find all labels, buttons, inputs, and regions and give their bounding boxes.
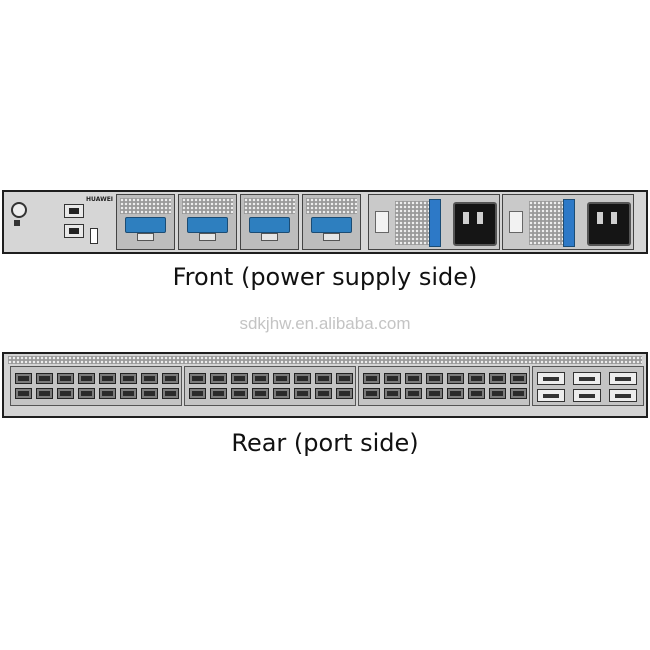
psu-vent	[395, 201, 429, 245]
sfp-port[interactable]	[99, 388, 116, 399]
sfp-port[interactable]	[15, 388, 32, 399]
psu-lever[interactable]	[509, 211, 523, 233]
power-inlet[interactable]	[453, 202, 497, 246]
sfp-port[interactable]	[36, 373, 53, 384]
fan-vent	[120, 198, 171, 208]
ground-icon	[14, 220, 20, 226]
power-supply-module[interactable]	[368, 194, 500, 250]
power-inlet[interactable]	[587, 202, 631, 246]
sfp-port[interactable]	[363, 373, 380, 384]
vent-grille	[8, 356, 642, 364]
fan-module[interactable]	[178, 194, 237, 250]
sfp-port[interactable]	[99, 373, 116, 384]
qsfp-port[interactable]	[537, 372, 565, 385]
fan-label-tag	[311, 217, 352, 233]
sfp-port[interactable]	[78, 373, 95, 384]
sfp-port[interactable]	[189, 388, 206, 399]
sfp-port[interactable]	[141, 388, 158, 399]
sfp-port[interactable]	[15, 373, 32, 384]
sfp-port[interactable]	[252, 373, 269, 384]
sfp-port[interactable]	[57, 388, 74, 399]
qsfp-port[interactable]	[573, 389, 601, 402]
fan-module[interactable]	[116, 194, 175, 250]
sfp-port[interactable]	[447, 373, 464, 384]
qsfp-port-group	[532, 366, 644, 406]
sfp-port[interactable]	[336, 388, 353, 399]
sfp-port[interactable]	[426, 373, 443, 384]
front-caption: Front (power supply side)	[172, 263, 478, 291]
sfp-port[interactable]	[315, 373, 332, 384]
management-module: HUAWEI	[8, 194, 114, 250]
watermark: sdkjhw.en.alibaba.com	[239, 314, 411, 333]
console-port[interactable]	[64, 204, 84, 218]
usb-port[interactable]	[90, 228, 98, 244]
sfp-port-group	[10, 366, 182, 406]
sfp-port[interactable]	[294, 388, 311, 399]
sfp-port[interactable]	[489, 388, 506, 399]
fan-label-tag	[125, 217, 166, 233]
sfp-port[interactable]	[405, 388, 422, 399]
rear-caption: Rear (port side)	[231, 429, 419, 457]
fan-module[interactable]	[240, 194, 299, 250]
fan-vent	[306, 198, 357, 208]
psu-latch[interactable]	[563, 199, 575, 247]
rear-panel	[2, 352, 648, 418]
sfp-port[interactable]	[384, 388, 401, 399]
sfp-port[interactable]	[384, 373, 401, 384]
sfp-port[interactable]	[336, 373, 353, 384]
sfp-port[interactable]	[189, 373, 206, 384]
sfp-port[interactable]	[510, 388, 527, 399]
sfp-port[interactable]	[468, 373, 485, 384]
sfp-port[interactable]	[363, 388, 380, 399]
sfp-port[interactable]	[252, 388, 269, 399]
sfp-port[interactable]	[162, 388, 179, 399]
sfp-port[interactable]	[273, 388, 290, 399]
management-port[interactable]	[64, 224, 84, 238]
sfp-port[interactable]	[231, 373, 248, 384]
qsfp-port[interactable]	[537, 389, 565, 402]
power-supply-module[interactable]	[502, 194, 634, 250]
qsfp-port[interactable]	[609, 389, 637, 402]
qsfp-port[interactable]	[609, 372, 637, 385]
sfp-port[interactable]	[294, 373, 311, 384]
fan-vent	[182, 198, 233, 208]
sfp-port[interactable]	[141, 373, 158, 384]
sfp-port-group	[358, 366, 530, 406]
sfp-port-group	[184, 366, 356, 406]
power-button[interactable]	[11, 202, 27, 218]
sfp-port[interactable]	[120, 373, 137, 384]
fan-label-tag	[249, 217, 290, 233]
sfp-port[interactable]	[120, 388, 137, 399]
sfp-port[interactable]	[510, 373, 527, 384]
qsfp-port[interactable]	[573, 372, 601, 385]
sfp-port[interactable]	[210, 373, 227, 384]
fan-handle[interactable]	[323, 233, 340, 241]
sfp-port[interactable]	[210, 388, 227, 399]
psu-latch[interactable]	[429, 199, 441, 247]
sfp-port[interactable]	[162, 373, 179, 384]
fan-vent	[244, 198, 295, 208]
sfp-port[interactable]	[468, 388, 485, 399]
psu-vent	[529, 201, 563, 245]
fan-label-tag	[187, 217, 228, 233]
sfp-port[interactable]	[273, 373, 290, 384]
sfp-port[interactable]	[231, 388, 248, 399]
fan-handle[interactable]	[261, 233, 278, 241]
psu-lever[interactable]	[375, 211, 389, 233]
sfp-port[interactable]	[78, 388, 95, 399]
sfp-port[interactable]	[405, 373, 422, 384]
brand-label: HUAWEI	[86, 196, 114, 203]
sfp-port[interactable]	[57, 373, 74, 384]
sfp-port[interactable]	[447, 388, 464, 399]
sfp-port[interactable]	[315, 388, 332, 399]
sfp-port[interactable]	[36, 388, 53, 399]
fan-handle[interactable]	[199, 233, 216, 241]
front-panel: HUAWEI	[2, 190, 648, 254]
fan-handle[interactable]	[137, 233, 154, 241]
fan-module[interactable]	[302, 194, 361, 250]
sfp-port[interactable]	[489, 373, 506, 384]
sfp-port[interactable]	[426, 388, 443, 399]
